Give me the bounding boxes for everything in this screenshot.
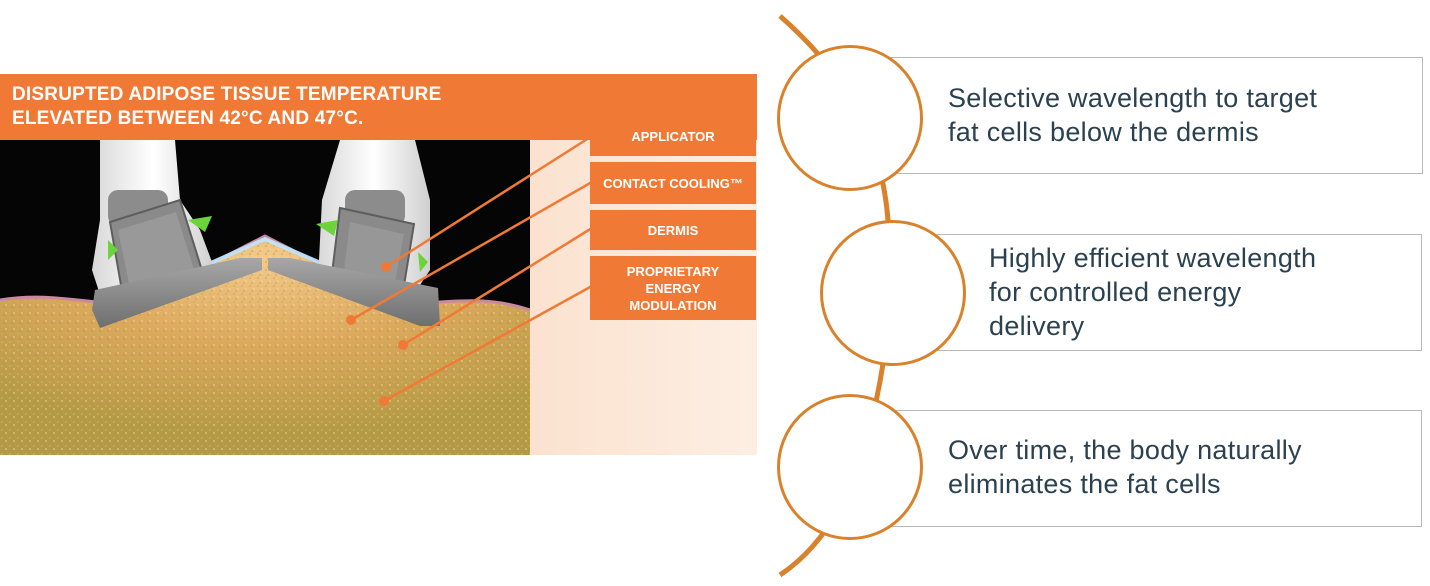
dermis-pointer-dot: [398, 340, 408, 350]
benefit-1-line-2: fat cells below the dermis: [948, 117, 1259, 147]
treatment-illustration: DISRUPTED ADIPOSE TISSUE TEMPERATURE ELE…: [0, 74, 757, 455]
temperature-banner: DISRUPTED ADIPOSE TISSUE TEMPERATURE ELE…: [0, 74, 757, 140]
applicator-label: APPLICATOR: [590, 116, 756, 156]
cooling-pointer-dot: [346, 315, 356, 325]
benefit-box-3: Over time, the body naturally eliminates…: [848, 410, 1422, 527]
benefit-1-line-1: Selective wavelength to target: [948, 83, 1318, 113]
benefit-2-line-2: for controlled energy: [989, 277, 1242, 307]
banner-line-1: DISRUPTED ADIPOSE TISSUE TEMPERATURE: [12, 84, 442, 105]
banner-line-2: ELEVATED BETWEEN 42°C AND 47°C.: [12, 108, 364, 129]
benefit-3-line-2: eliminates the fat cells: [948, 469, 1221, 499]
energy-modulation-label: PROPRIETARY ENERGY MODULATION: [590, 256, 756, 320]
benefit-2-line-3: delivery: [989, 311, 1085, 341]
benefit-box-1: Selective wavelength to target fat cells…: [848, 57, 1423, 174]
benefit-2-line-1: Highly efficient wavelength: [989, 243, 1317, 273]
timeline-circle-1: [777, 45, 923, 191]
benefit-box-2: Highly efficient wavelength for controll…: [894, 234, 1422, 351]
dermis-label: DERMIS: [590, 210, 756, 250]
timeline-circle-3: [777, 394, 923, 540]
applicator-scene: [0, 140, 530, 455]
contact-cooling-label: CONTACT COOLING™: [590, 162, 756, 204]
left-applicator: [92, 140, 262, 328]
energy-pointer-dot: [379, 396, 389, 406]
banner-title: DISRUPTED ADIPOSE TISSUE TEMPERATURE ELE…: [12, 83, 441, 131]
benefit-3-line-1: Over time, the body naturally: [948, 435, 1302, 465]
timeline-circle-2: [820, 220, 966, 366]
applicator-pointer-dot: [381, 262, 391, 272]
